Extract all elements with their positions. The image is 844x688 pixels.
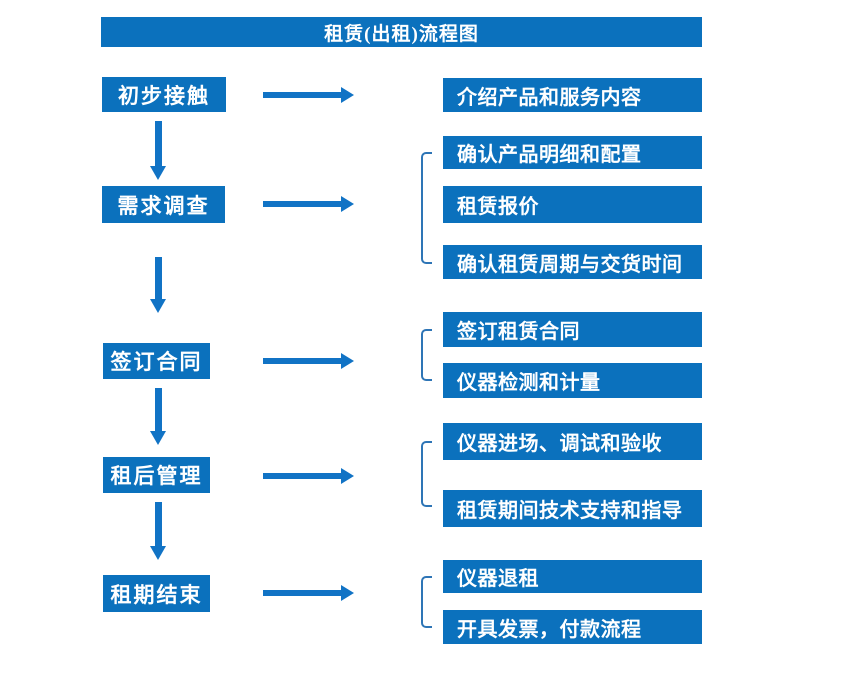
down-arrowhead-icon [150, 431, 166, 445]
down-arrowhead-icon [150, 166, 166, 180]
right-arrowhead-icon [341, 468, 354, 484]
right-arrowhead-icon [341, 196, 354, 212]
arrow-shaft [154, 502, 162, 546]
step-box-post-rental-management: 租后管理 [103, 457, 210, 493]
right-arrowhead-icon [341, 585, 354, 601]
right-arrow-connector-5 [263, 585, 354, 601]
group-bracket-rental-period-end [421, 576, 432, 628]
arrow-shaft [154, 388, 162, 431]
down-arrow-connector-2 [150, 257, 166, 313]
detail-box-sign-rental-contract: 签订租赁合同 [443, 312, 702, 347]
right-arrow-connector-3 [263, 353, 354, 369]
down-arrowhead-icon [150, 546, 166, 560]
arrow-shaft [263, 92, 341, 98]
page-title: 租赁(出租)流程图 [101, 17, 702, 47]
detail-box-technical-support-guidance: 租赁期间技术支持和指导 [443, 490, 702, 527]
right-arrow-connector-4 [263, 468, 354, 484]
down-arrowhead-icon [150, 299, 166, 313]
down-arrow-connector-4 [150, 502, 166, 560]
right-arrow-connector-2 [263, 196, 354, 212]
group-bracket-requirements-survey [421, 152, 432, 264]
down-arrow-connector-3 [150, 388, 166, 445]
step-box-sign-contract: 签订合同 [103, 343, 210, 379]
group-bracket-post-rental-management [421, 441, 432, 507]
arrow-shaft [154, 257, 162, 299]
arrow-shaft [263, 473, 341, 479]
arrow-shaft [263, 201, 341, 207]
right-arrowhead-icon [341, 87, 354, 103]
right-arrow-connector-1 [263, 87, 354, 103]
right-arrowhead-icon [341, 353, 354, 369]
arrow-shaft [154, 121, 162, 166]
detail-box-confirm-rental-period-delivery: 确认租赁周期与交货时间 [443, 245, 702, 279]
detail-box-rental-quote: 租赁报价 [443, 186, 702, 223]
down-arrow-connector-1 [150, 121, 166, 180]
detail-box-instrument-arrival-debugging-acceptance: 仪器进场、调试和验收 [443, 423, 702, 460]
detail-box-confirm-product-details: 确认产品明细和配置 [443, 136, 702, 169]
step-box-requirements-survey: 需求调查 [102, 186, 225, 223]
detail-box-introduce-products-services: 介绍产品和服务内容 [443, 78, 702, 112]
detail-box-invoice-payment-process: 开具发票，付款流程 [443, 610, 702, 644]
detail-box-instrument-testing-measurement: 仪器检测和计量 [443, 363, 702, 398]
arrow-shaft [263, 358, 341, 364]
step-box-initial-contact: 初步接触 [102, 77, 226, 112]
step-box-rental-period-end: 租期结束 [103, 575, 210, 612]
arrow-shaft [263, 590, 341, 596]
group-bracket-sign-contract [421, 329, 432, 381]
detail-box-instrument-return: 仪器退租 [443, 560, 702, 593]
